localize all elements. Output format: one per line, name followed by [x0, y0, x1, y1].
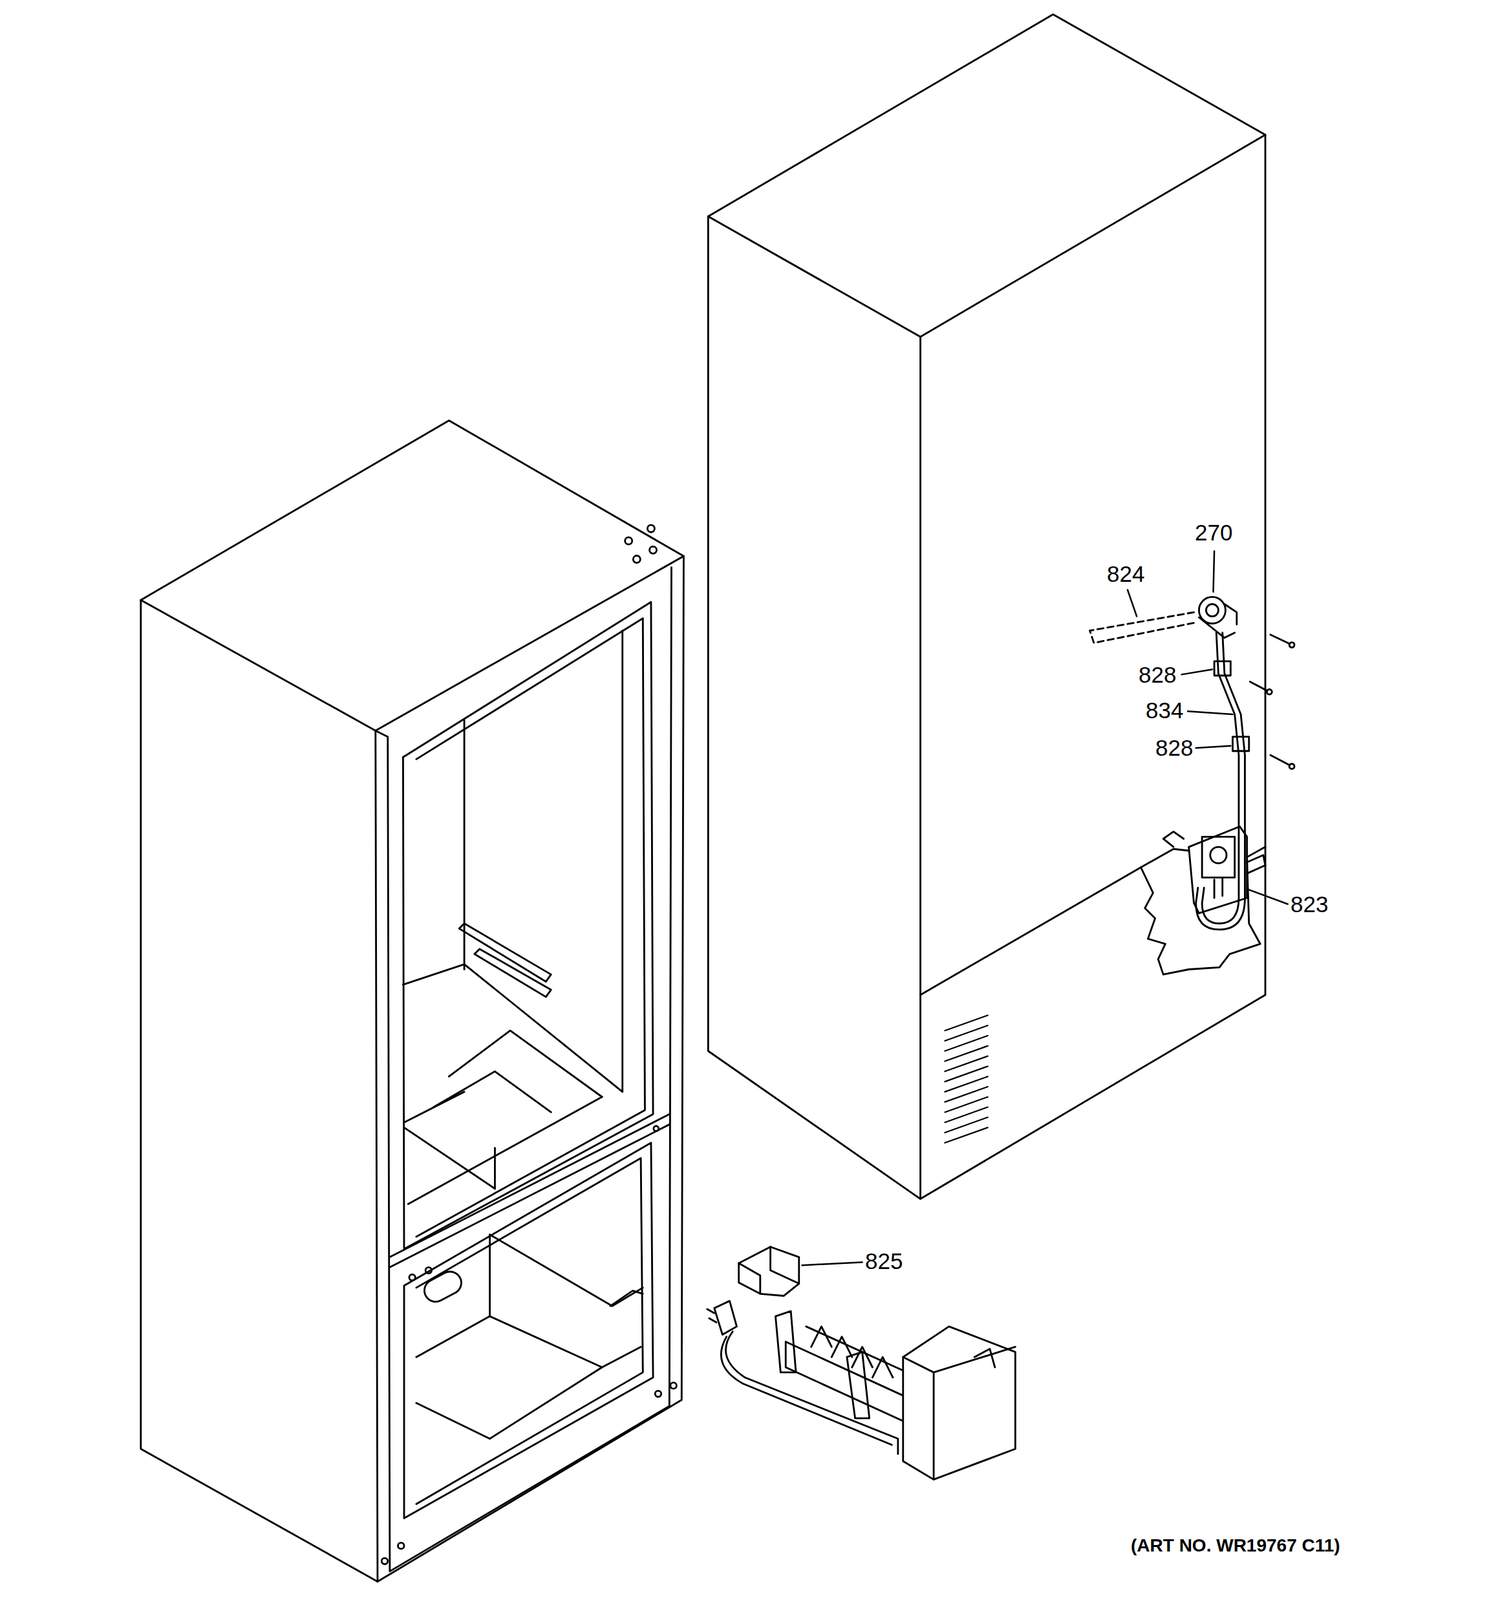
leader-lines [801, 550, 1288, 1266]
callout-number: 824 [1106, 562, 1145, 586]
art-number-note: (ART NO. WR19767 C11) [1130, 1536, 1341, 1555]
callout-number: 828 [1138, 663, 1177, 686]
cabinet-front [140, 420, 685, 1582]
callout-number: 825 [865, 1249, 903, 1273]
callout-number: 834 [1145, 698, 1184, 722]
callout-number: 270 [1194, 521, 1233, 544]
cabinet-rear [707, 14, 1295, 1199]
icemaker [707, 1247, 1016, 1480]
callout-number: 828 [1155, 736, 1193, 760]
callout-number: 823 [1290, 892, 1329, 916]
